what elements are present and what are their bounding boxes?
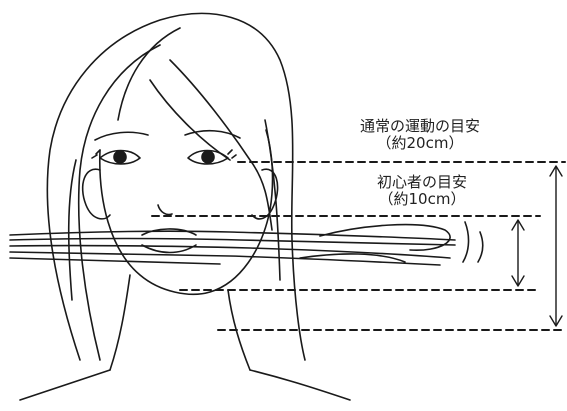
motion-lines — [9, 221, 484, 266]
hair-drawing — [46, 12, 306, 361]
arrow-beginner-head-bottom — [511, 275, 525, 287]
beginner-value: （約10cm） — [378, 190, 466, 208]
mouth-drawing — [141, 228, 197, 254]
arrows — [511, 165, 563, 327]
beginner-title: 初心者の目安 — [376, 173, 467, 191]
arrow-normal-head-bottom — [549, 315, 563, 327]
normal-title: 通常の運動の目安 — [359, 117, 480, 135]
dashed-guides — [151, 161, 566, 331]
nose-drawing — [157, 204, 173, 216]
arrow-normal-head-top — [549, 165, 563, 177]
arrow-beginner-head-top — [511, 219, 525, 231]
normal-exercise-label: 通常の運動の目安 （約20cm） — [340, 118, 500, 152]
beginner-label: 初心者の目安 （約10cm） — [352, 174, 492, 208]
face-drawing — [19, 129, 351, 401]
eyes-drawing — [91, 149, 237, 165]
eyebrows-drawing — [94, 129, 241, 141]
normal-value: （約20cm） — [376, 134, 464, 152]
